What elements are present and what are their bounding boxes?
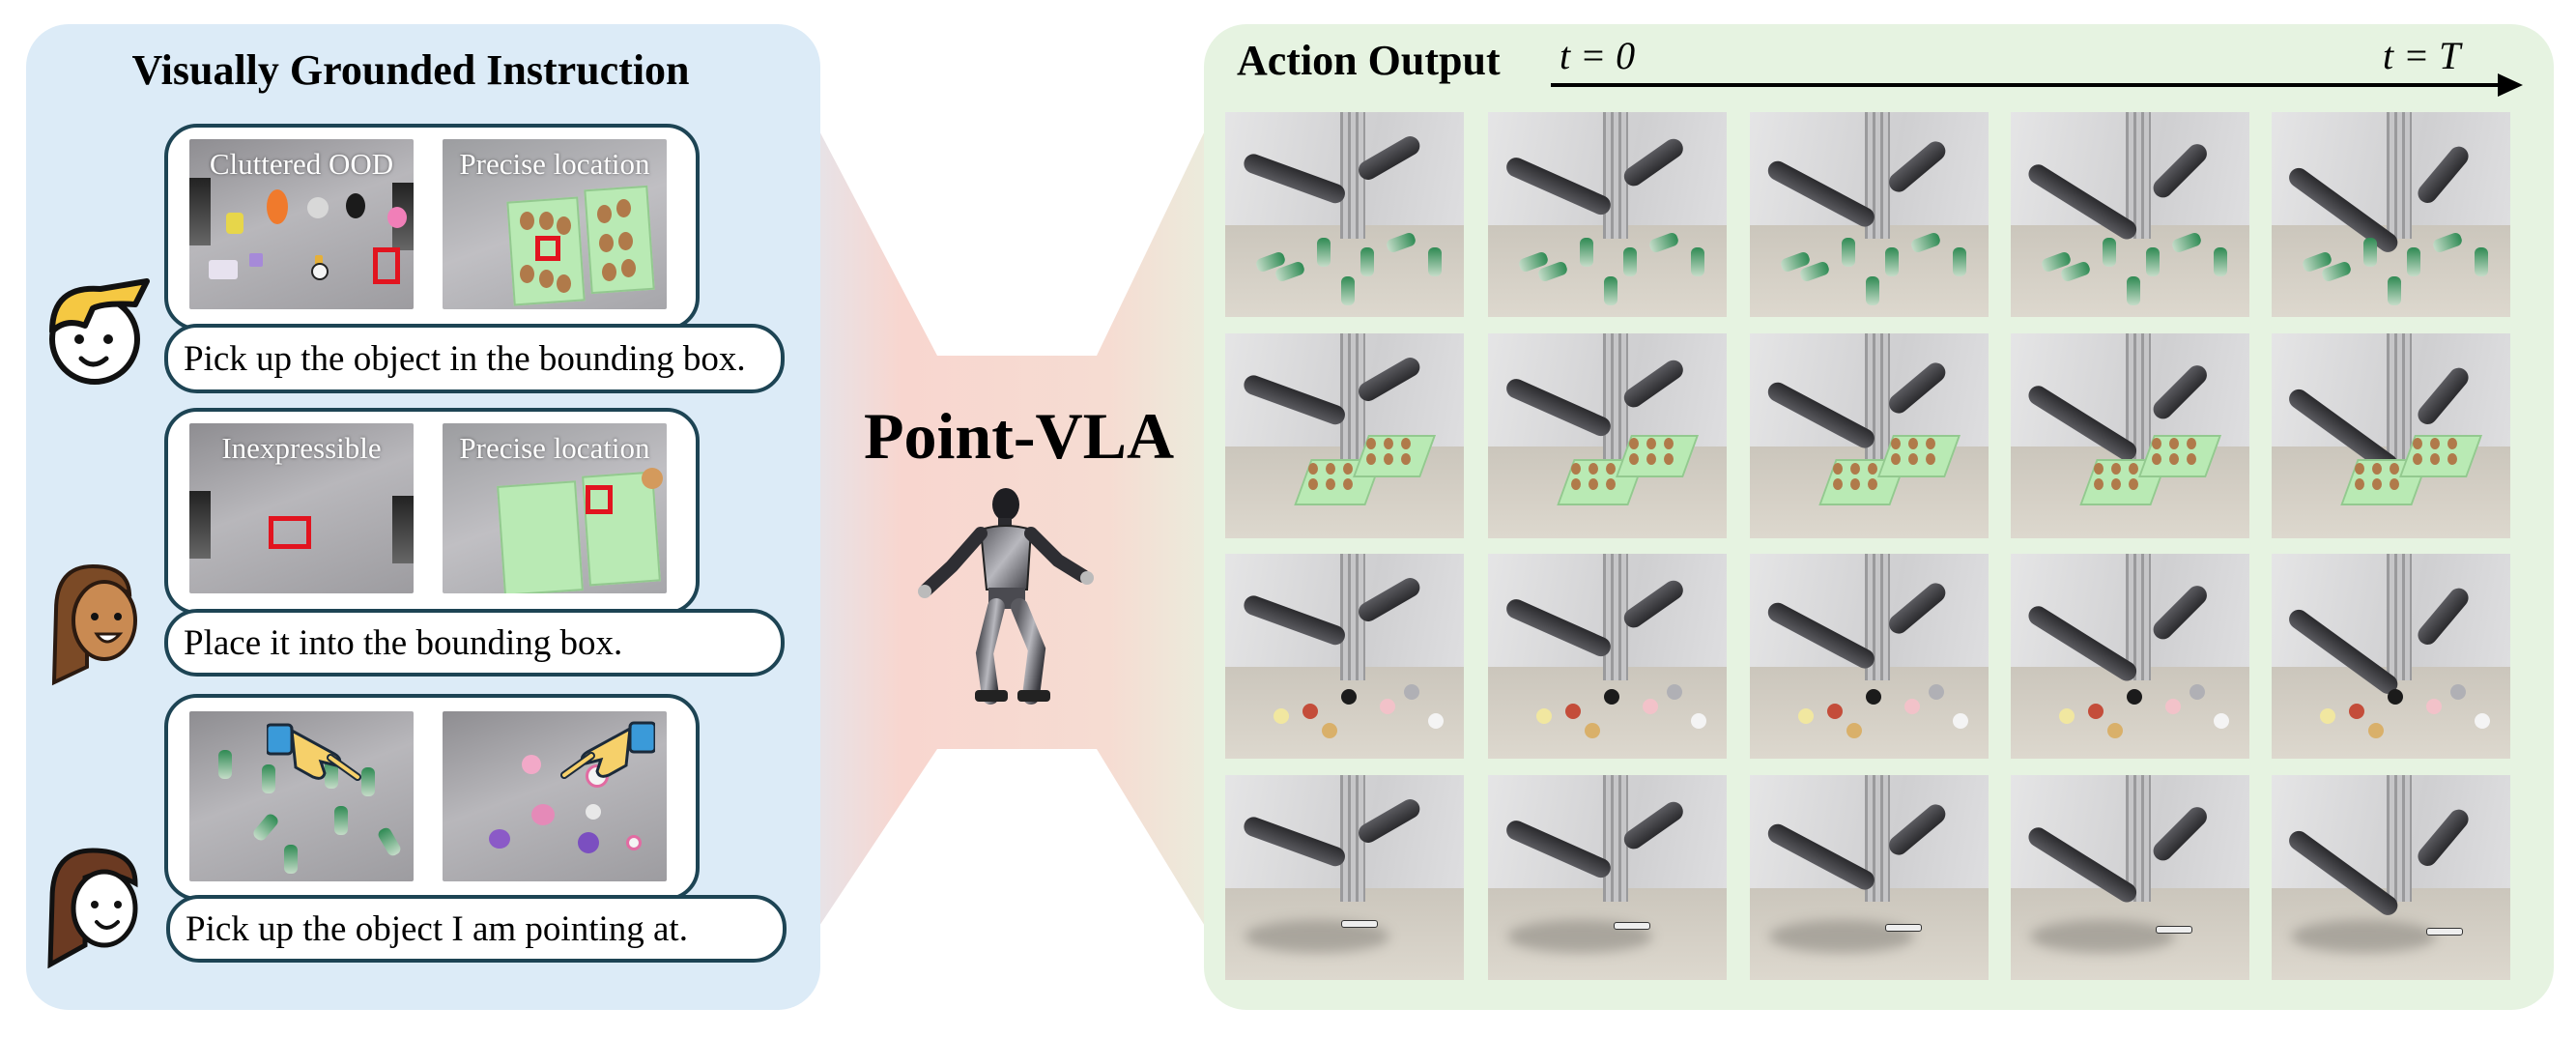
woman-avatar-icon	[51, 563, 137, 686]
action-frame	[2272, 554, 2510, 759]
example-1-instruction: Pick up the object in the bounding box.	[164, 324, 785, 393]
scene-label: Precise location	[459, 431, 650, 465]
action-frame	[1750, 112, 1989, 317]
action-frame	[1225, 775, 1464, 980]
action-frame	[2011, 554, 2249, 759]
example-2-instruction: Place it into the bounding box.	[164, 609, 785, 677]
robot-gripper-right	[392, 496, 414, 563]
action-frame	[2011, 333, 2249, 538]
action-frame	[1225, 554, 1464, 759]
time-start-label: t = 0	[1560, 34, 1636, 77]
robot-gripper-left	[189, 178, 211, 245]
robot-gripper-left	[189, 491, 211, 559]
scene-label: Precise location	[459, 147, 650, 181]
action-frame	[1225, 112, 1464, 317]
humanoid-robot-icon	[918, 488, 1094, 705]
scene-label: Cluttered OOD	[209, 147, 394, 181]
action-frame	[1488, 554, 1727, 759]
example-3-instruction: Pick up the object I am pointing at.	[166, 895, 787, 963]
girl-avatar-icon	[47, 848, 138, 968]
timeline-axis	[1551, 83, 2507, 87]
action-output-title: Action Output	[1237, 37, 1501, 84]
action-frame	[1750, 554, 1989, 759]
time-end-label: t = T	[2383, 34, 2461, 77]
boy-avatar-icon	[49, 278, 150, 385]
example-1-scene-cluttered: Cluttered OOD	[189, 139, 414, 309]
example-2-scene-precise: Precise location	[443, 423, 667, 593]
action-frame	[1750, 333, 1989, 538]
action-frame	[1488, 775, 1727, 980]
instruction-panel-title: Visually Grounded Instruction	[131, 46, 690, 94]
example-2-scene-inexpressible: Inexpressible	[189, 423, 414, 593]
pointing-hand-icon	[560, 721, 655, 779]
action-frame	[1488, 333, 1727, 538]
action-frame	[2011, 112, 2249, 317]
action-frame	[2272, 333, 2510, 538]
bounding-box	[586, 485, 613, 514]
example-3-scene-bottles	[189, 711, 414, 881]
action-frame	[1750, 775, 1989, 980]
action-frame	[2272, 775, 2510, 980]
example-3-scene-objects	[443, 711, 667, 881]
timeline-arrowhead	[2498, 73, 2523, 97]
action-frame	[2272, 112, 2510, 317]
action-frame	[2011, 775, 2249, 980]
scene-label: Inexpressible	[221, 431, 382, 465]
model-name: Point-VLA	[864, 399, 1175, 473]
action-frame	[1225, 333, 1464, 538]
pointing-hand-icon	[267, 723, 361, 781]
bounding-box	[373, 247, 400, 284]
bounding-box	[269, 516, 311, 549]
example-1-scene-precise: Precise location	[443, 139, 667, 309]
bounding-box	[535, 236, 560, 261]
action-frame	[1488, 112, 1727, 317]
